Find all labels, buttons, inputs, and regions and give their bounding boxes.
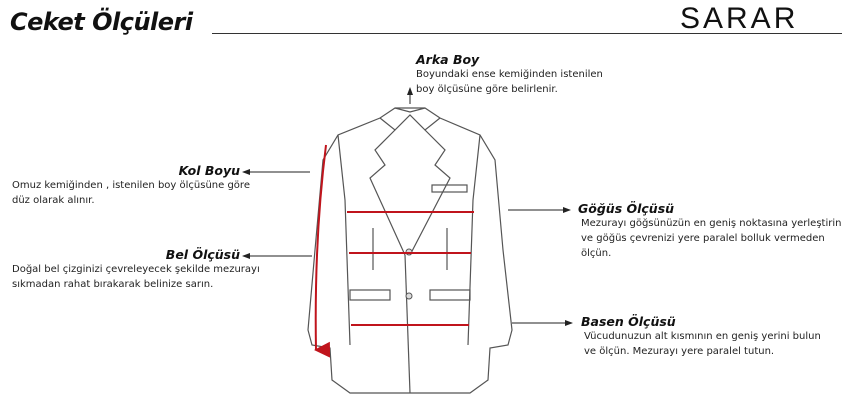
bel-desc: Doğal bel çizginizi çevreleyecek şekilde…	[12, 262, 260, 292]
measure-desc: sıkmadan rahat bırakarak belinize sarın.	[12, 279, 214, 290]
page-title: Ceket Ölçüleri	[10, 8, 193, 36]
measure-desc: Doğal bel çizginizi çevreleyecek şekilde…	[12, 264, 260, 275]
measure-desc: Omuz kemiğinden , istenilen boy ölçüsüne…	[12, 180, 250, 191]
measure-desc: ve göğüs çevrenizi yere paralel bolluk v…	[581, 233, 825, 259]
measure-title: Basen Ölçüsü	[581, 314, 676, 329]
measure-desc: ve ölçün. Mezurayı yere paralel tutun.	[584, 346, 775, 357]
arka-boy-label: Arka Boy Boyundaki ense kemiğinden isten…	[416, 52, 603, 97]
measure-desc: düz olarak alınır.	[12, 195, 95, 206]
measure-title: Arka Boy	[416, 52, 480, 67]
measure-desc: Vücudunuzun alt kısmının en geniş yerini…	[584, 331, 821, 342]
bel-label: Bel Ölçüsü	[166, 247, 240, 262]
measure-title: Bel Ölçüsü	[165, 247, 240, 262]
kol-boyu-desc: Omuz kemiğinden , istenilen boy ölçüsüne…	[12, 178, 250, 208]
measure-title: Göğüs Ölçüsü	[578, 201, 675, 216]
measure-desc: Boyundaki ense kemiğinden istenilen	[416, 69, 603, 80]
brand-logo: SARAR	[680, 2, 799, 35]
sleeve-measure-arrow	[314, 144, 331, 358]
measure-desc: Mezurayı göğsünüzün en geniş noktasına y…	[581, 218, 842, 229]
title-divider	[212, 33, 842, 34]
kol-boyu-label: Kol Boyu	[179, 163, 240, 178]
measure-desc: boy ölçüsüne göre belirlenir.	[416, 84, 558, 95]
jacket-outline	[307, 107, 513, 394]
basen-label: Basen Ölçüsü Vücudunuzun alt kısmının en…	[581, 314, 821, 359]
button-bottom	[405, 292, 413, 300]
gogus-label: Göğüs Ölçüsü Mezurayı göğsünüzün en geni…	[578, 201, 853, 261]
measure-title: Kol Boyu	[178, 163, 240, 178]
